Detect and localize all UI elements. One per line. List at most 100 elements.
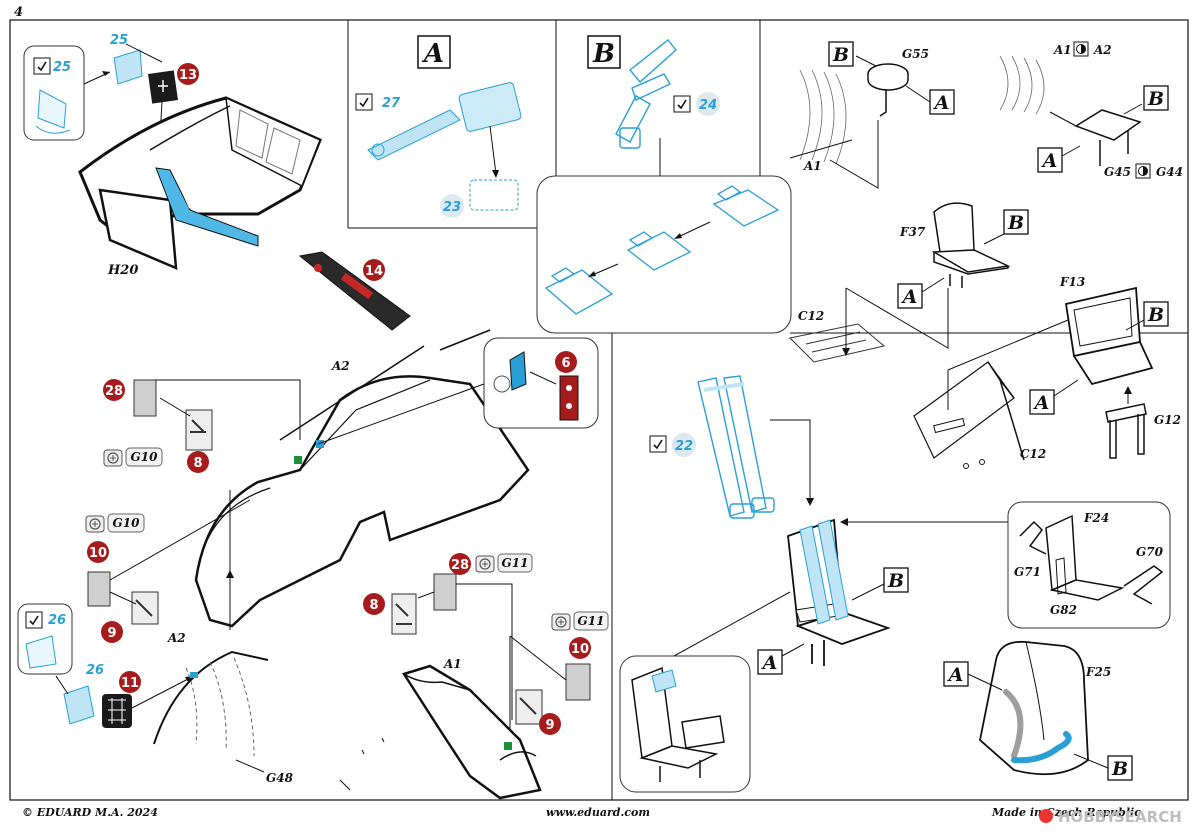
ref-box-a: A: [901, 286, 918, 308]
label-F37: F37: [899, 225, 926, 239]
seat-part-g45: [1049, 109, 1142, 166]
inset-part-6: [483, 337, 599, 429]
fuselage-wall-a1: [799, 69, 847, 165]
pe-placard-9a: [131, 591, 159, 625]
watermark: HOBBY SEARCH: [1039, 808, 1182, 826]
panel-b-box: [587, 35, 621, 69]
callout-10b: 10: [571, 642, 589, 657]
bend-icon: [25, 611, 43, 629]
alternative-part-icon: [1073, 41, 1089, 57]
pe-placard-9b: [515, 689, 543, 725]
fuselage-half-a1: [339, 664, 542, 800]
ref-box-b: B: [887, 570, 904, 592]
label-G45: G45: [1104, 165, 1131, 179]
bend-icon: [649, 435, 667, 453]
label-G70: G70: [1136, 545, 1164, 559]
bend-icon: [33, 57, 51, 75]
callout-9b: 9: [545, 718, 554, 733]
label-G11-a: G11: [502, 556, 529, 570]
ref-box-b: B: [1111, 758, 1128, 780]
label-G10-a: G10: [131, 450, 159, 464]
callout-9a: 9: [107, 626, 116, 641]
bend-icon: [355, 93, 373, 111]
remove-part-icon: [85, 515, 105, 533]
pe-number-22: 22: [675, 439, 693, 454]
fuselage-wall-a1a2: [999, 55, 1045, 115]
fuselage-half-a2: [194, 329, 530, 628]
label-C12-b: C12: [1020, 447, 1046, 461]
harness-24: [615, 39, 677, 149]
ref-box-a: A: [761, 652, 778, 674]
remove-part-icon: [103, 449, 123, 467]
pe-number-25b: 25: [110, 33, 128, 48]
callout-8b: 8: [369, 598, 378, 613]
seat-f25: [979, 640, 1089, 776]
pe-number-26: 26: [48, 613, 66, 628]
footer-copyright: © EDUARD M.A. 2024: [22, 806, 158, 819]
inset-25: 25: [23, 45, 85, 141]
callout-11: 11: [121, 676, 139, 691]
cockpit-tub-h20: [78, 96, 322, 270]
seat-assembly-main: [787, 518, 891, 666]
pe-number-26b: 26: [86, 663, 104, 678]
floor-part-c12-a: [788, 323, 886, 363]
callout-10a: 10: [89, 546, 107, 561]
fuselage-section-g48: [153, 650, 269, 757]
ref-box-a: A: [933, 92, 950, 114]
label-G82: G82: [1050, 603, 1077, 617]
seat-inset-bottom: [619, 655, 751, 793]
callout-14: 14: [365, 264, 383, 279]
pe-number-25: 25: [53, 60, 71, 75]
seat-f13: [1064, 286, 1154, 386]
panel-a-title: A: [421, 39, 444, 69]
pe-number-24: 24: [699, 98, 717, 113]
pe-placard-8b: [391, 593, 417, 635]
pe-number-27: 27: [382, 96, 401, 111]
alternative-part-icon: [1135, 163, 1151, 179]
ref-box-b: B: [1147, 88, 1164, 110]
label-G71: G71: [1014, 565, 1041, 579]
label-A2-bottom: A2: [167, 631, 186, 645]
label-H20: H20: [107, 263, 138, 278]
pe-placard-8a: [185, 409, 213, 451]
callout-28b: 28: [451, 558, 469, 573]
seat-frame-g12: [1105, 403, 1147, 459]
ref-box-a: A: [1041, 150, 1058, 172]
harness-22: [697, 375, 775, 519]
pe-part-11: [102, 694, 132, 728]
callout-6: 6: [561, 356, 570, 371]
label-A1: A1: [1053, 43, 1072, 57]
label-G10-b: G10: [113, 516, 141, 530]
ref-box-b: B: [1007, 212, 1024, 234]
label-G11-b: G11: [578, 614, 605, 628]
label-G55: G55: [902, 47, 929, 61]
label-F25: F25: [1085, 665, 1111, 679]
seat-part-g55: [867, 63, 909, 117]
bend-icon: [673, 95, 691, 113]
label-F13: F13: [1059, 275, 1085, 289]
seatbelt-27: [367, 82, 522, 161]
label-C12-a: C12: [798, 309, 824, 323]
ref-box-a: A: [947, 664, 964, 686]
label-A1-g55: A1: [803, 159, 822, 173]
page-number: 4: [14, 5, 23, 20]
callout-13: 13: [179, 68, 197, 83]
ref-box-a: A: [1033, 392, 1050, 414]
footer-origin: Made in Czech Republic: [991, 806, 1141, 819]
remove-part-icon: [475, 555, 495, 573]
label-G12: G12: [1154, 413, 1181, 427]
harness-detail-inset: [536, 175, 792, 334]
seat-f37: [931, 202, 1011, 288]
seat-inset-f24: [1007, 501, 1171, 629]
label-A2-tr: A2: [1093, 43, 1112, 57]
pe-part-14: [298, 251, 411, 331]
label-G48: G48: [266, 771, 294, 785]
label-G44: G44: [1156, 165, 1183, 179]
ref-box-b: B: [832, 44, 849, 66]
panel-b-title: B: [592, 39, 615, 69]
inset-26: 26: [17, 603, 73, 675]
footer-website[interactable]: www.eduard.com: [546, 806, 650, 819]
label-F24: F24: [1083, 511, 1109, 525]
watermark-suffix: SEARCH: [1114, 808, 1182, 826]
